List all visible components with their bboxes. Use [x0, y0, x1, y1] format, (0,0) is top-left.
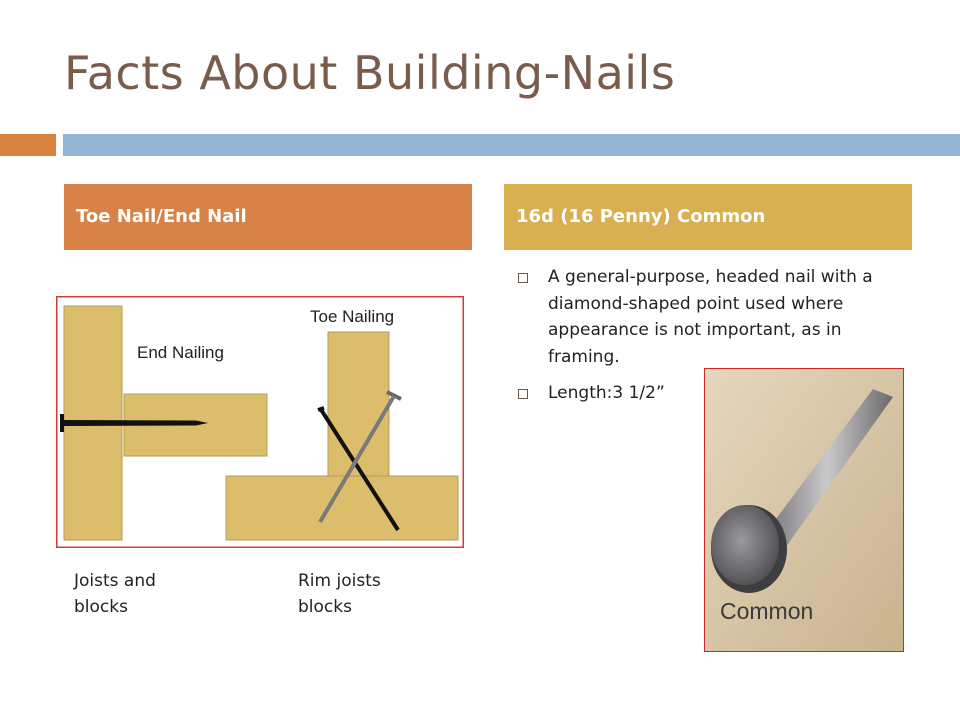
slide-title: Facts About Building-Nails: [64, 46, 676, 100]
caption-joists-blocks: Joists and blocks: [74, 571, 156, 617]
nail-photo-icon: [705, 369, 903, 651]
bullet-list: A general-purpose, headed nail with a di…: [516, 264, 900, 417]
common-nail-photo: [704, 368, 904, 652]
end-nail-icon: [60, 414, 208, 432]
accent-bar-orange: [0, 134, 56, 156]
square-bullet-icon: [518, 273, 528, 283]
caption-rim-joists-blocks: Rim joists blocks: [298, 571, 381, 617]
square-bullet-icon: [518, 389, 528, 399]
bullet-text: Length:3 1/2”: [548, 383, 665, 403]
bullet-item: A general-purpose, headed nail with a di…: [516, 264, 900, 370]
bullet-text: A general-purpose, headed nail with a di…: [548, 267, 873, 367]
accent-bar-blue: [63, 134, 960, 156]
nailing-diagram: End Nailing Toe Nailing: [56, 296, 464, 548]
left-column-header: Toe Nail/End Nail: [64, 184, 472, 250]
right-column-header: 16d (16 Penny) Common: [504, 184, 912, 250]
toe-nail-black-icon: [317, 406, 400, 532]
common-photo-label: Common: [720, 598, 814, 624]
toe-nailing-label: Toe Nailing: [310, 307, 394, 326]
toe-nail-gray-icon: [318, 390, 402, 524]
bullet-item: Length:3 1/2”: [516, 380, 900, 407]
end-nailing-label: End Nailing: [137, 343, 224, 362]
